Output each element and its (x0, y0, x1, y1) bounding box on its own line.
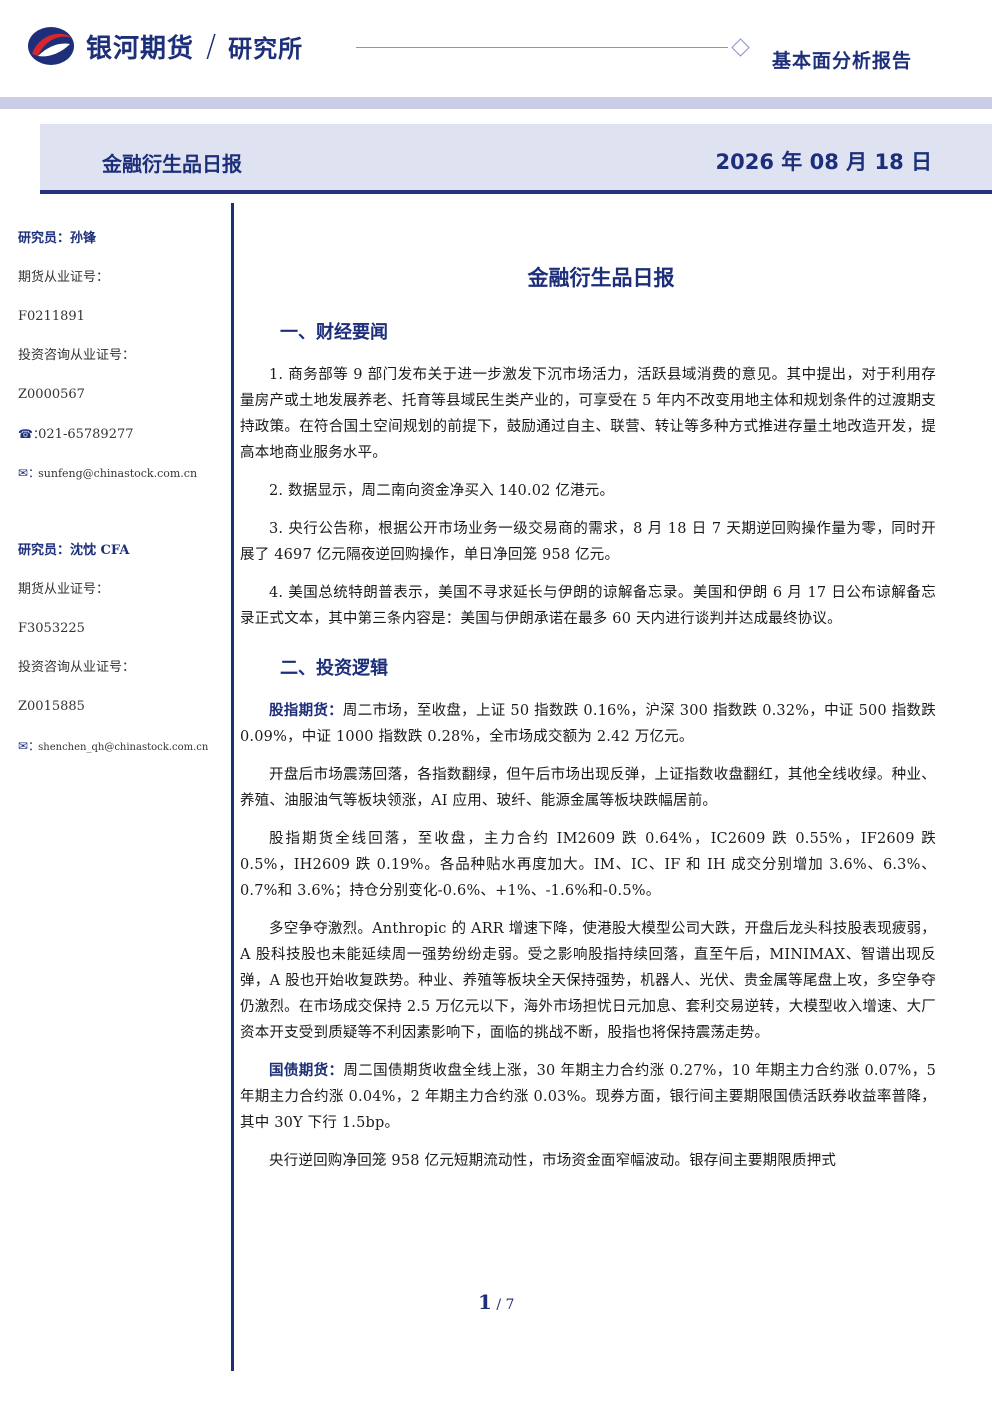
report-body: 金融衍生品日报 一、财经要闻 1. 商务部等 9 部门发布关于进一步激发下沉市场… (240, 262, 936, 1186)
email-link[interactable]: sunfeng@chinastock.com.cn (38, 467, 198, 480)
report-type: 基本面分析报告 (772, 50, 913, 72)
analyst-sidebar: 研究员：孙锋 期货从业证号： F0211891 投资咨询从业证号： Z00005… (18, 224, 228, 770)
email-icon: ✉： (18, 466, 41, 480)
equity-paragraph: 股指期货全线回落，至收盘，主力合约 IM2609 跌 0.64%，IC2609 … (240, 831, 936, 899)
equity-paragraph: 多空争夺激烈。Anthropic 的 ARR 增速下降，使港股大模型公司大跌，开… (240, 921, 936, 1041)
futures-cert: F0211891 (18, 309, 85, 324)
news-item: 2. 数据显示，周二南向资金净买入 140.02 亿港元。 (269, 483, 615, 499)
banner-underline (40, 190, 992, 194)
phone-number: 021-65789277 (38, 427, 134, 442)
company-logo: 银河期货 / 研究所 (26, 24, 303, 68)
logo-divider: / (206, 28, 217, 64)
company-name: 银河期货 (86, 33, 195, 64)
news-item: 3. 央行公告称，根据公开市场业务一级交易商的需求，8 月 18 日 7 天期逆… (240, 521, 936, 563)
section-heading: 一、财经要闻 (280, 322, 388, 343)
document-title: 金融衍生品日报 (527, 266, 675, 290)
analyst-name: 研究员：沈忱 CFA (18, 543, 130, 558)
page-separator: / (491, 1297, 506, 1313)
futures-cert-label: 期货从业证号： (18, 582, 110, 597)
invest-cert-label: 投资咨询从业证号： (18, 660, 136, 675)
bond-paragraph: 央行逆回购净回笼 958 亿元短期流动性，市场资金面窄幅波动。银存间主要期限质押… (269, 1153, 837, 1169)
phone-icon: ☎： (18, 427, 45, 441)
futures-cert-label: 期货从业证号： (18, 270, 110, 285)
email-icon: ✉： (18, 739, 41, 753)
diamond-icon (731, 38, 750, 57)
section-heading: 二、投资逻辑 (280, 658, 388, 679)
equity-paragraph: 股指期货：周二市场，至收盘，上证 50 指数跌 0.16%，沪深 300 指数跌… (240, 698, 936, 750)
news-item: 4. 美国总统特朗普表示，美国不寻求延长与伊朗的谅解备忘录。美国和伊朗 6 月 … (240, 585, 936, 627)
equity-label: 股指期货： (269, 702, 343, 719)
galaxy-logo-icon (28, 27, 74, 65)
invest-cert: Z0000567 (18, 387, 85, 402)
invest-cert: Z0015885 (18, 699, 85, 714)
phone-row: ☎： 021-65789277 (18, 419, 228, 458)
analyst-name: 研究员：孙锋 (18, 231, 97, 246)
header-band (0, 97, 992, 109)
report-date: 2026 年 08 月 18 日 (715, 150, 932, 174)
sidebar-divider (231, 203, 234, 1371)
news-item: 1. 商务部等 9 部门发布关于进一步激发下沉市场活力，活跃县域消费的意见。其中… (240, 367, 936, 461)
email-row: ✉： shenchen_qh@chinastock.com.cn (18, 731, 228, 770)
total-pages: 7 (505, 1297, 515, 1313)
invest-cert-label: 投资咨询从业证号： (18, 348, 136, 363)
page-number: 1 / 7 (478, 1290, 514, 1314)
institute-name: 研究所 (228, 34, 304, 63)
title-banner (40, 124, 992, 190)
bond-paragraph: 国债期货：周二国债期货收盘全线上涨，30 年期主力合约涨 0.27%，10 年期… (240, 1058, 936, 1136)
equity-paragraph: 开盘后市场震荡回落，各指数翻绿，但午后市场出现反弹，上证指数收盘翻红，其他全线收… (240, 767, 936, 809)
email-row: ✉： sunfeng@chinastock.com.cn (18, 458, 228, 497)
equity-text: 周二市场，至收盘，上证 50 指数跌 0.16%，沪深 300 指数跌 0.32… (240, 703, 937, 745)
current-page: 1 (478, 1290, 492, 1314)
bond-text: 周二国债期货收盘全线上涨，30 年期主力合约涨 0.27%，10 年期主力合约涨… (240, 1063, 936, 1131)
email-link[interactable]: shenchen_qh@chinastock.com.cn (38, 742, 209, 753)
header-rule (356, 47, 728, 48)
bond-label: 国债期货： (269, 1062, 344, 1079)
futures-cert: F3053225 (18, 621, 85, 636)
banner-title: 金融衍生品日报 (102, 152, 242, 176)
